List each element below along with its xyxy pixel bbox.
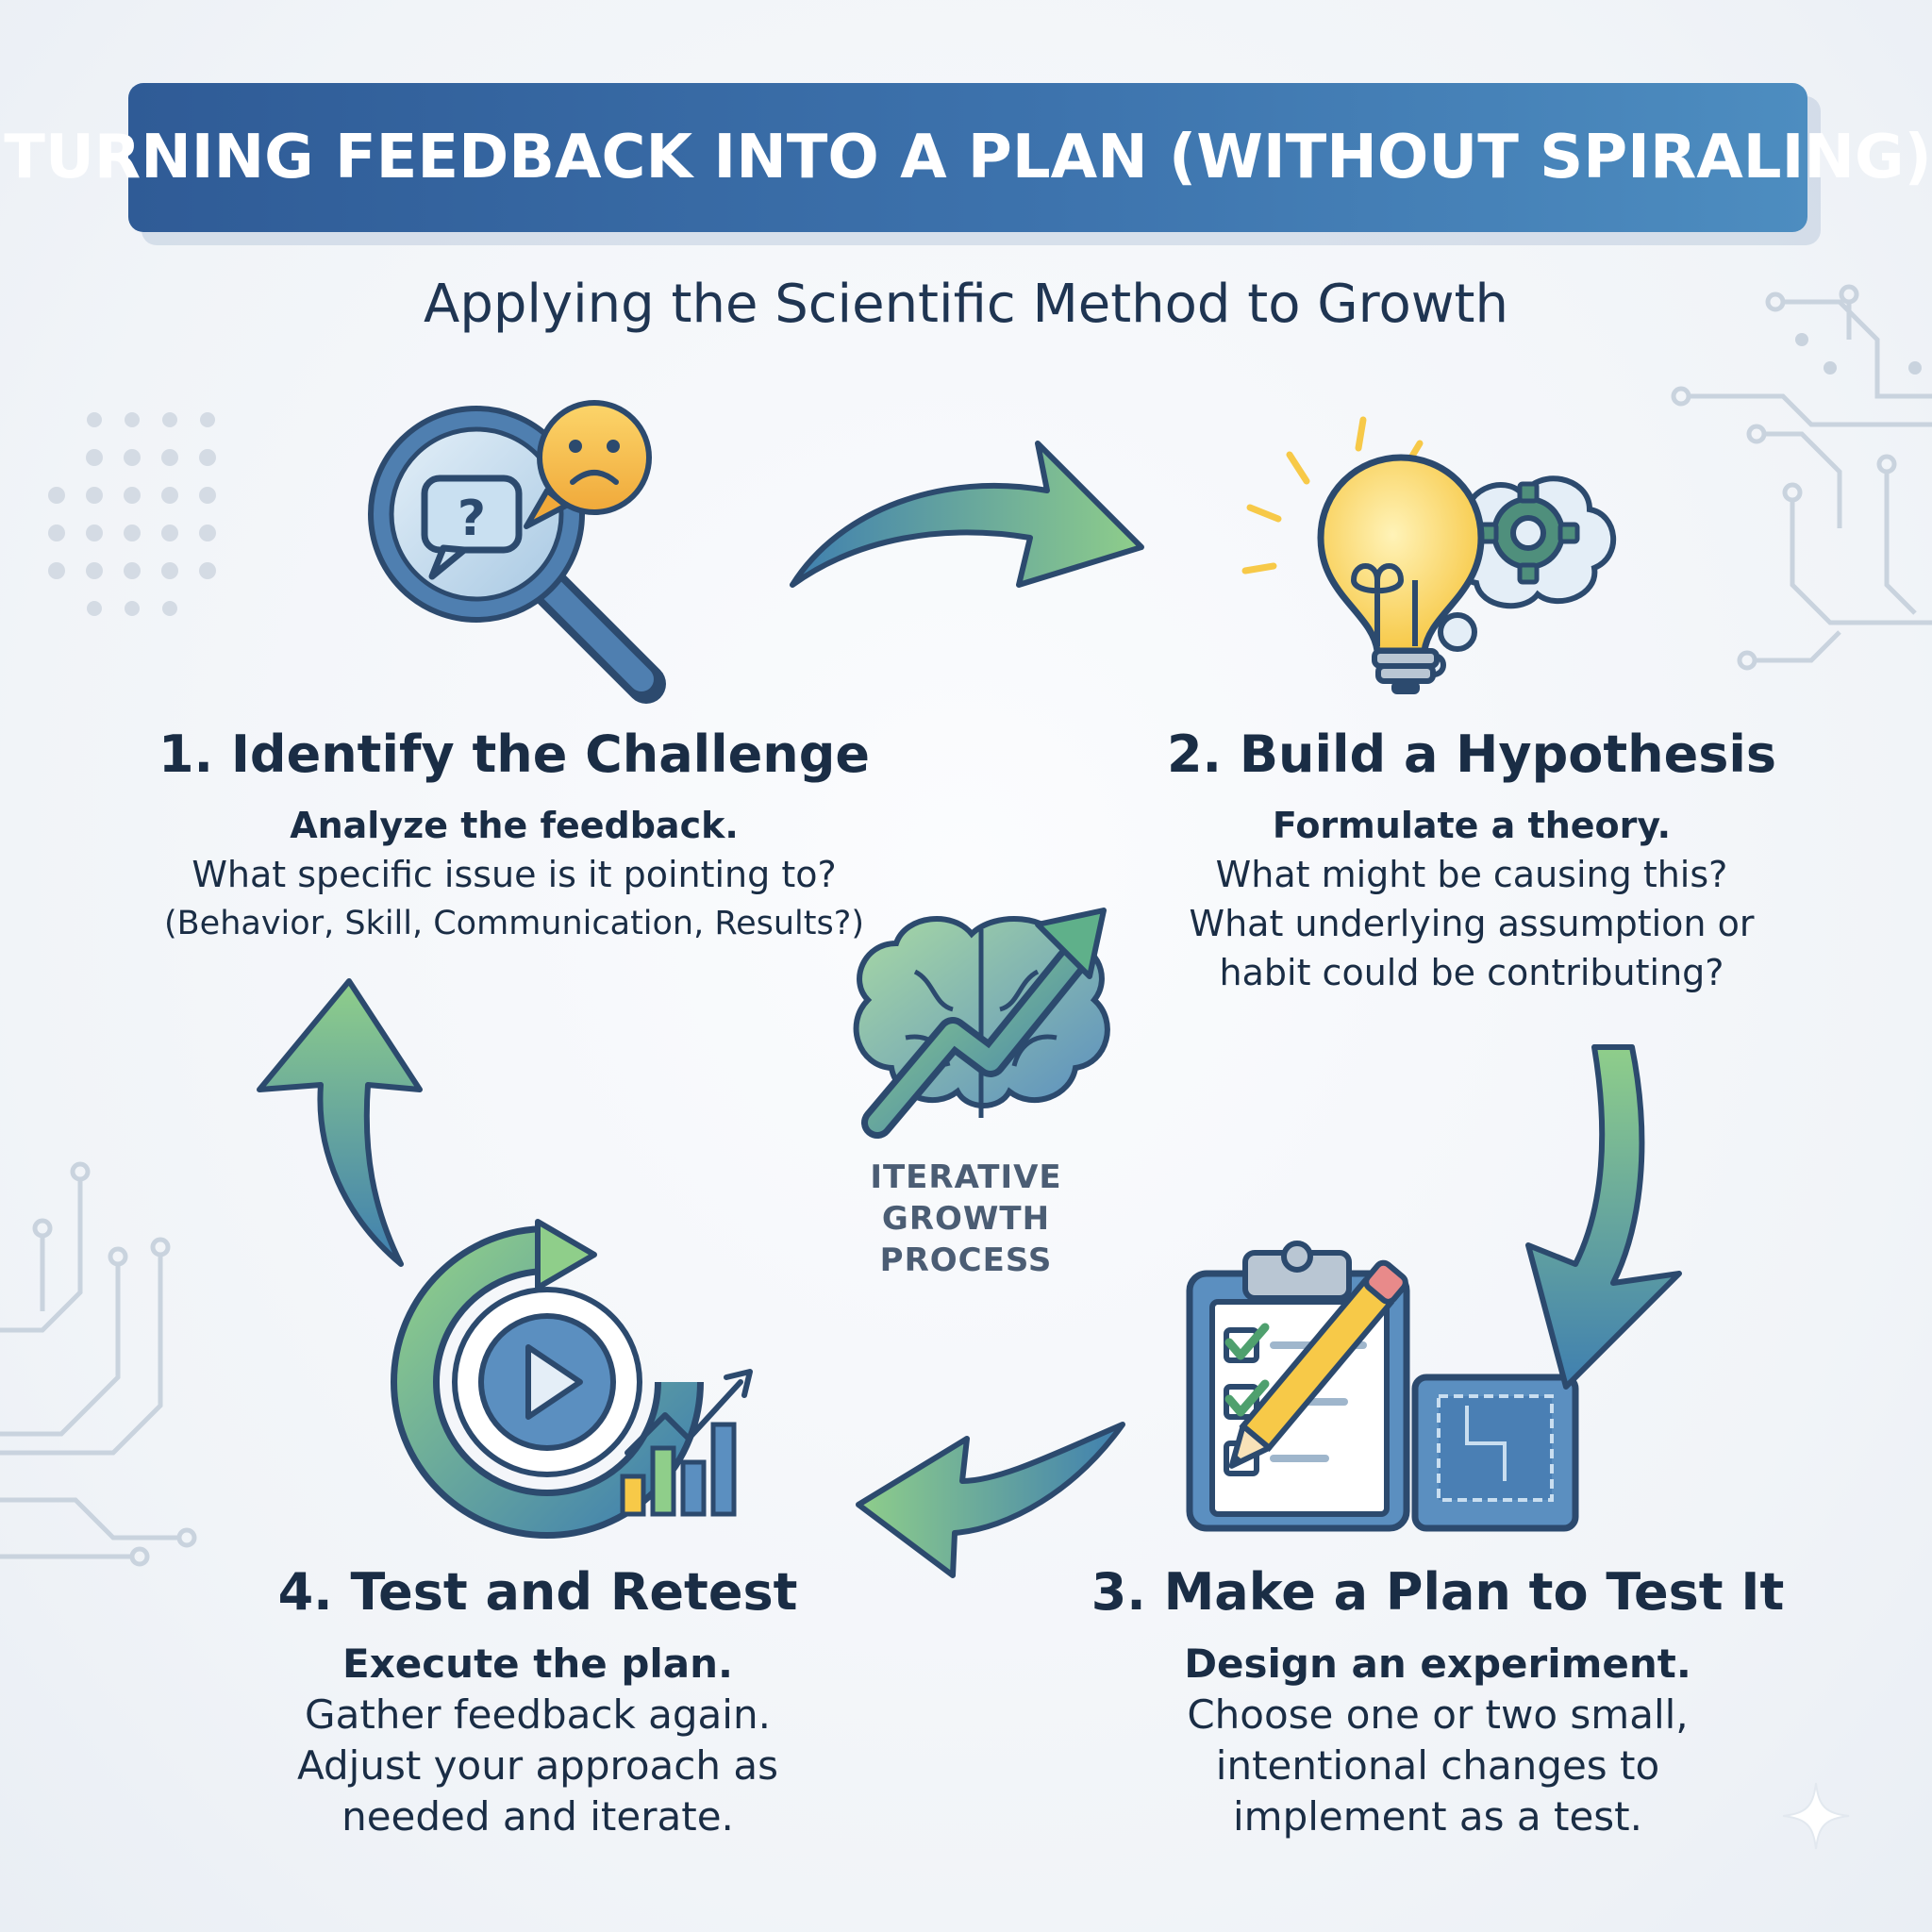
- step-2-lead: Formulate a theory.: [1272, 805, 1672, 846]
- step-2-line-2: What underlying assumption or: [1189, 903, 1755, 944]
- step-3-title: 3. Make a Plan to Test It: [1091, 1562, 1785, 1622]
- page-subtitle: Applying the Scientific Method to Growth: [424, 274, 1508, 335]
- center-label-line-1: ITERATIVE: [870, 1158, 1062, 1196]
- step-1-lead: Analyze the feedback.: [290, 805, 739, 846]
- page-title: TURNING FEEDBACK INTO A PLAN (WITHOUT SP…: [4, 123, 1932, 192]
- step-2-title: 2. Build a Hypothesis: [1166, 724, 1777, 784]
- circuit-decoration-left: [0, 1161, 197, 1567]
- lightbulb-gear-icon: [1241, 416, 1617, 694]
- step-2-line-1: What might be causing this?: [1215, 854, 1728, 895]
- step-1-line-1: What specific issue is it pointing to?: [192, 854, 837, 895]
- step-1: 1. Identify the Challenge Analyze the fe…: [90, 724, 939, 948]
- dot-grid-decoration: [48, 412, 216, 616]
- step-2-line-3: habit could be contributing?: [1219, 952, 1724, 993]
- step-3: 3. Make a Plan to Test It Design an expe…: [1013, 1562, 1862, 1842]
- step-3-line-3: implement as a test.: [1232, 1793, 1642, 1840]
- step-4-line-2: Adjust your approach as: [297, 1742, 778, 1789]
- arrow-step2-to-step3: [1525, 1044, 1682, 1390]
- clipboard-plan-icon: [1186, 1241, 1579, 1532]
- circuit-decoration-right: [1671, 284, 1932, 671]
- step-4-title: 4. Test and Retest: [277, 1562, 798, 1622]
- sparkle-icon: [1782, 1782, 1850, 1850]
- step-4-lead: Execute the plan.: [342, 1641, 733, 1687]
- step-4: 4. Test and Retest Execute the plan. Gat…: [113, 1562, 962, 1842]
- arrow-step1-to-step2: [790, 441, 1144, 588]
- step-4-line-1: Gather feedback again.: [305, 1691, 771, 1738]
- center-label-line-3: PROCESS: [879, 1241, 1053, 1279]
- step-3-lead: Design an experiment.: [1184, 1641, 1691, 1687]
- center-label: ITERATIVE GROWTH PROCESS: [824, 1157, 1108, 1281]
- step-3-line-2: intentional changes to: [1215, 1742, 1660, 1789]
- step-3-line-1: Choose one or two small,: [1187, 1691, 1689, 1738]
- step-1-title: 1. Identify the Challenge: [158, 724, 871, 784]
- magnifier-feedback-icon: ?: [368, 400, 666, 704]
- play-cycle-chart-icon: [391, 1219, 753, 1539]
- step-1-line-2: (Behavior, Skill, Communication, Results…: [164, 905, 864, 942]
- arrow-step4-to-step1: [257, 978, 423, 1267]
- svg-text:?: ?: [458, 491, 486, 547]
- title-banner: TURNING FEEDBACK INTO A PLAN (WITHOUT SP…: [4, 83, 1932, 232]
- step-4-line-3: needed and iterate.: [341, 1793, 734, 1840]
- step-2: 2. Build a Hypothesis Formulate a theory…: [1047, 724, 1896, 997]
- arrow-step3-to-step4: [856, 1422, 1125, 1578]
- center-label-line-2: GROWTH: [881, 1200, 1051, 1238]
- brain-growth-icon: [853, 908, 1110, 1139]
